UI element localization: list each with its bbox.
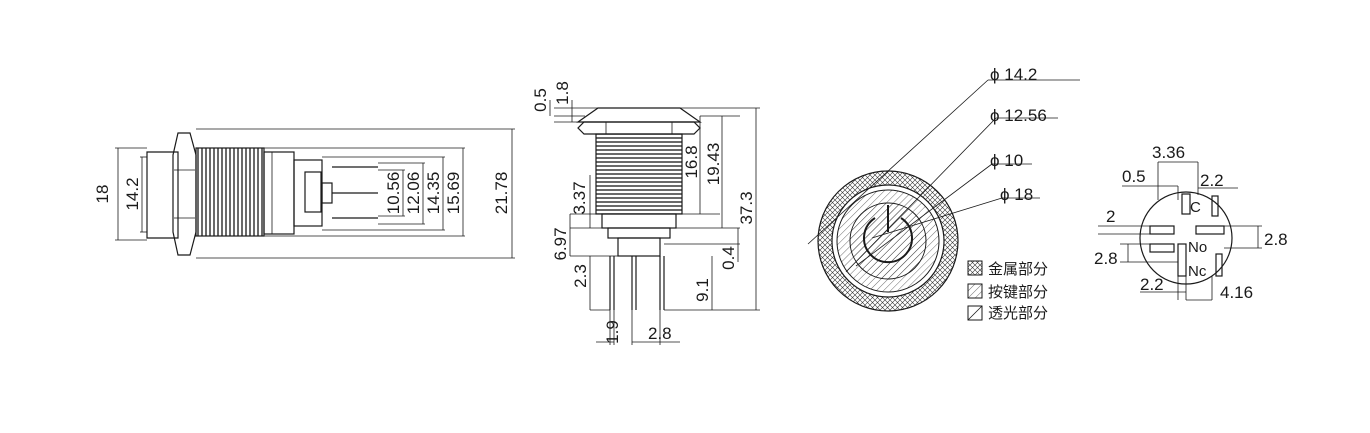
dim-2-2-top: 2.2 [1200, 171, 1224, 190]
front-view: 0.5 1.8 16.8 19.43 37.3 0.4 9.1 3.37 6.9… [531, 81, 760, 345]
dim-37-3: 37.3 [737, 191, 756, 224]
dim-2-3: 2.3 [571, 264, 590, 288]
legend-metal: 金属部分 [988, 260, 1048, 278]
dim-19-43: 19.43 [704, 143, 723, 186]
dim-9-1: 9.1 [693, 278, 712, 302]
dim-2: 2 [1106, 207, 1115, 226]
dim-3-36: 3.36 [1152, 143, 1185, 162]
dim-14-35: 14.35 [424, 172, 443, 215]
dim-15-69: 15.69 [444, 172, 463, 215]
dim-6-97: 6.97 [551, 227, 570, 260]
dim-18: 18 [93, 185, 112, 204]
dim-2-2-bottom: 2.2 [1140, 275, 1164, 294]
terminal-label-c: C [1190, 199, 1201, 216]
dim-0-5: 0.5 [531, 88, 550, 112]
dia-12-56: ϕ 12.56 [990, 106, 1047, 125]
dim-21-78: 21.78 [492, 172, 511, 215]
dim-14-2: 14.2 [123, 177, 142, 210]
legend: 金属部分 按键部分 透光部分 [967, 260, 1048, 322]
terminal-view: 3.36 0.5 2.2 2 2.8 2.8 2.2 4.16 C No Nc [1094, 143, 1288, 302]
dia-18: ϕ 18 [1000, 185, 1033, 204]
dia-10: ϕ 10 [990, 151, 1023, 170]
dia-14-2: ϕ 14.2 [990, 65, 1037, 84]
dim-3-37: 3.37 [570, 181, 589, 214]
terminal-label-no: No [1188, 239, 1207, 256]
dim-2-8-front: 2.8 [648, 324, 672, 343]
dim-0-4: 0.4 [719, 246, 738, 270]
dim-1-9: 1.9 [603, 320, 622, 344]
legend-button: 按键部分 [988, 283, 1048, 301]
dim-2-8-right: 2.8 [1264, 230, 1288, 249]
top-view: ϕ 14.2 ϕ 12.56 ϕ 10 ϕ 18 [807, 65, 1080, 312]
dim-4-16: 4.16 [1220, 283, 1253, 302]
dim-16-8: 16.8 [682, 145, 701, 178]
dim-12-06: 12.06 [404, 172, 423, 215]
legend-translucent: 透光部分 [988, 304, 1048, 322]
dim-0-5-term: 0.5 [1122, 167, 1146, 186]
dim-10-56: 10.56 [384, 172, 403, 215]
dim-1-8: 1.8 [553, 81, 572, 105]
dim-2-8-left: 2.8 [1094, 249, 1118, 268]
side-view: 18 14.2 10.56 12.06 14.35 15.69 21.78 [93, 128, 515, 259]
terminal-label-nc: Nc [1188, 263, 1207, 280]
